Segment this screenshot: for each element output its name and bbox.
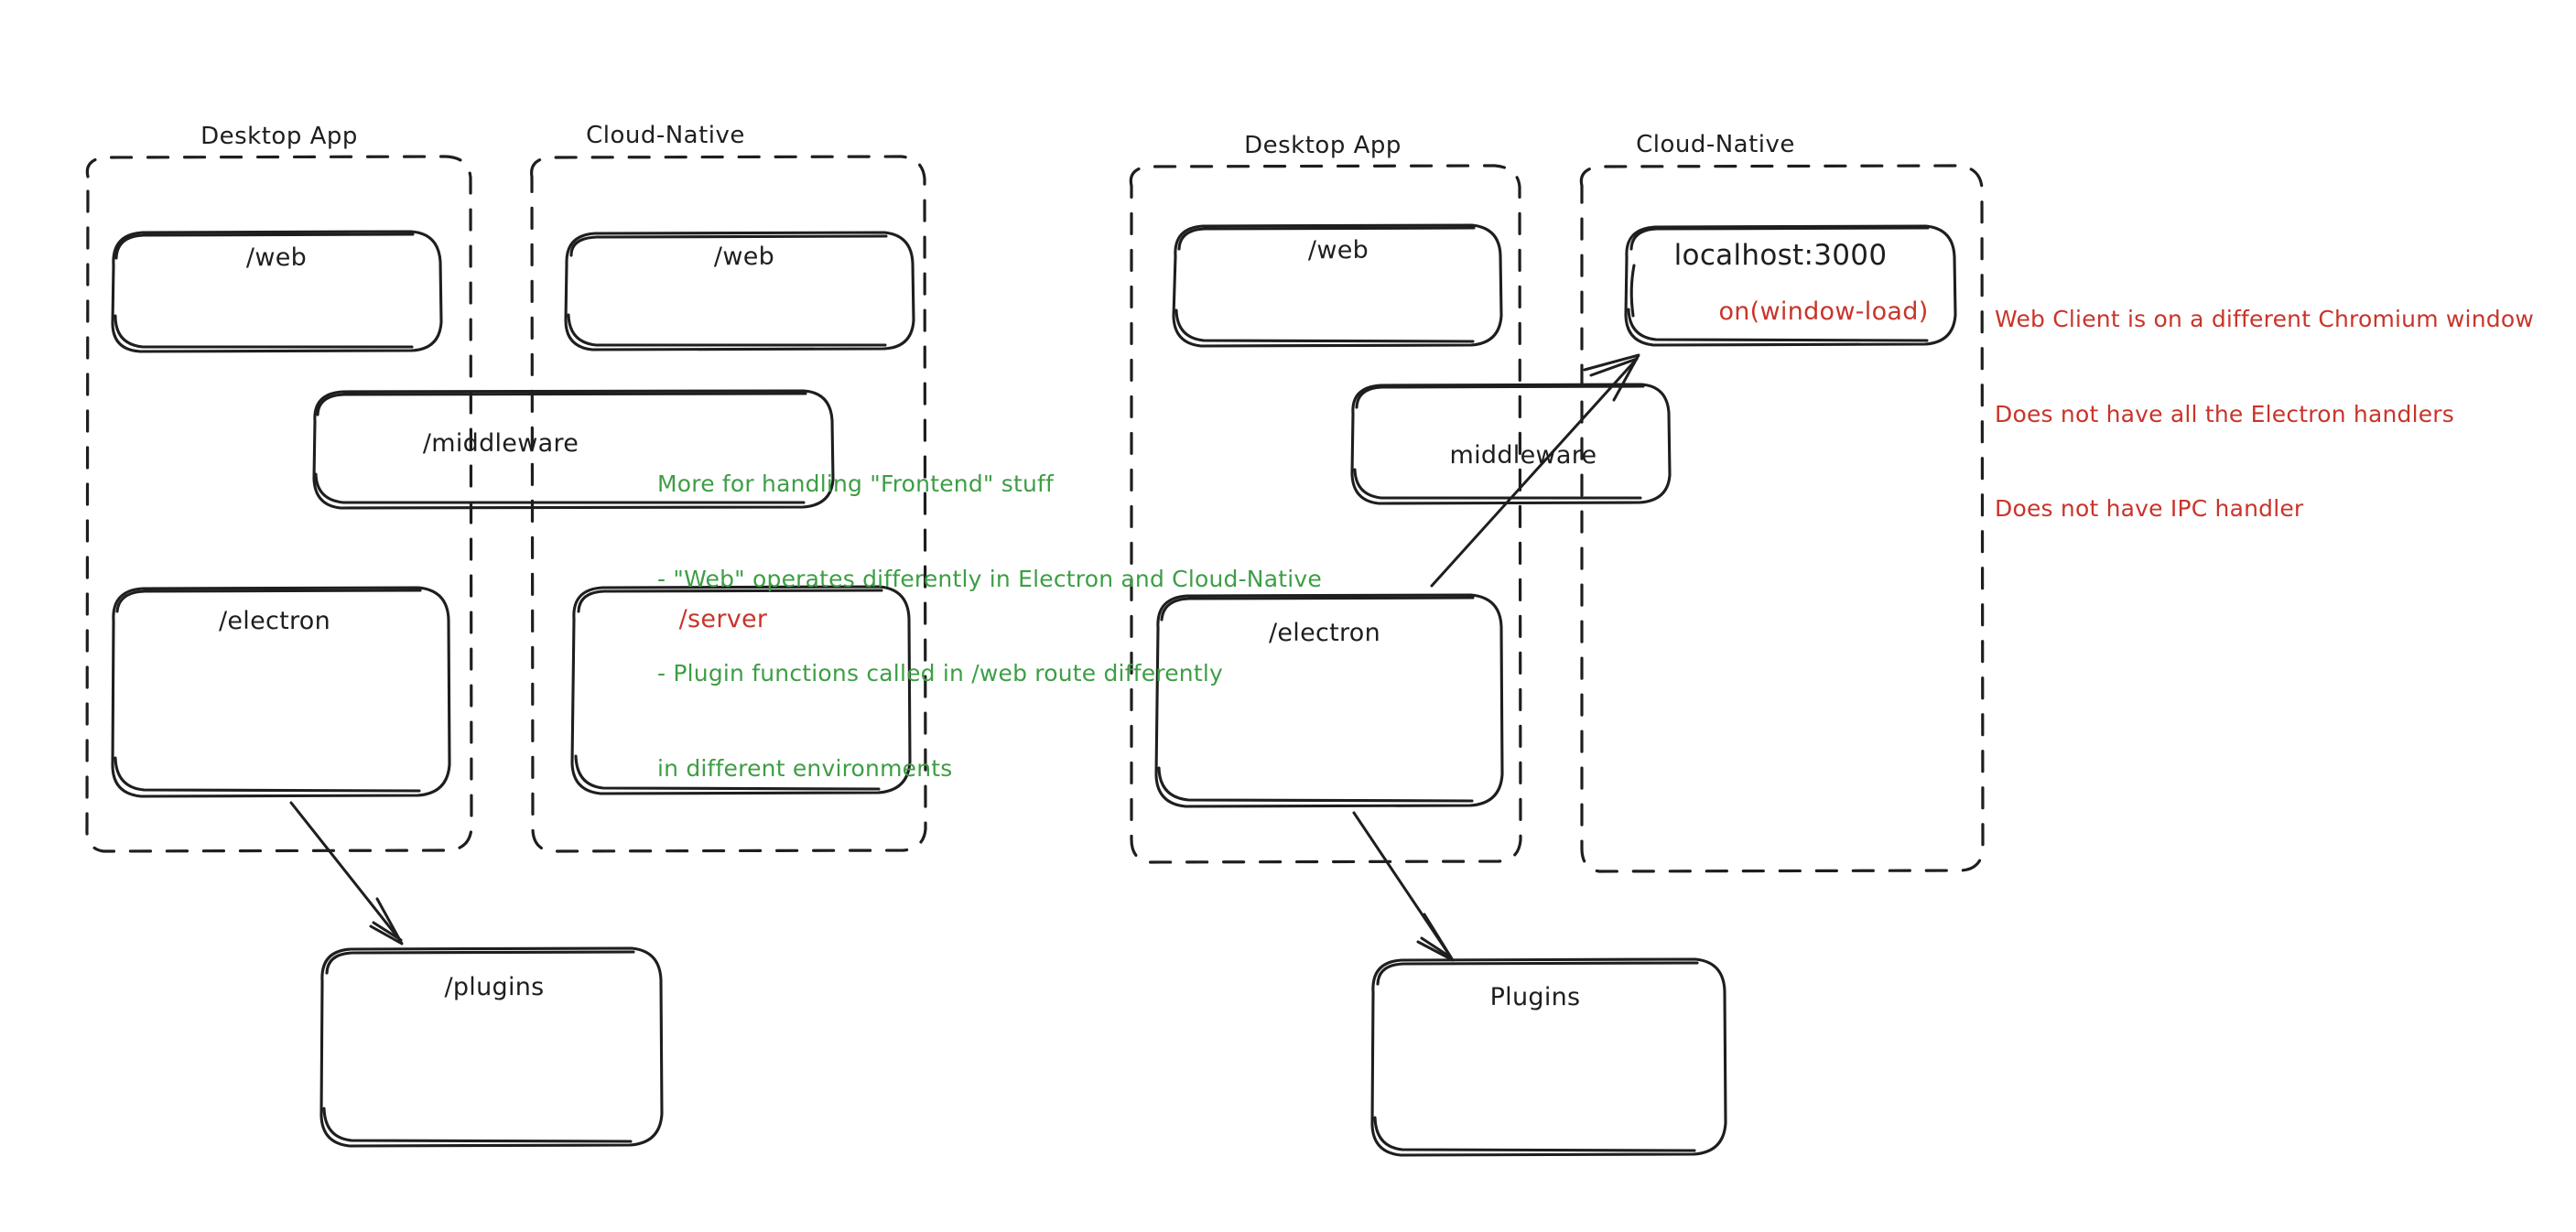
node-r-middleware[interactable] xyxy=(1352,384,1671,504)
node-label-r-electron: /electron xyxy=(1268,619,1381,647)
node-l-plugins[interactable] xyxy=(321,948,663,1147)
group-label-right-cloud: Cloud-Native xyxy=(1636,131,1795,158)
node-label-l-electron: /electron xyxy=(218,607,331,635)
node-label-l-plugins: /plugins xyxy=(444,973,545,1001)
annotation-web-client-line-3: Does not have IPC handler xyxy=(1995,495,2304,522)
node-l-electron[interactable] xyxy=(113,588,450,797)
arrow-l-electron-to-l-plugins xyxy=(289,801,404,946)
group-label-left-cloud: Cloud-Native xyxy=(586,122,745,149)
node-label-r-plugins: Plugins xyxy=(1489,983,1581,1011)
annotation-frontend-line-4: in different environments xyxy=(657,754,953,782)
node-l-cloud-web[interactable] xyxy=(566,232,915,351)
node-r-web[interactable] xyxy=(1174,225,1502,346)
annotation-frontend-line-1: More for handling "Frontend" stuff xyxy=(657,470,1055,497)
node-label-r-web: /web xyxy=(1307,236,1369,265)
node-label-l-server: /server xyxy=(678,605,768,633)
group-label-right-desktop: Desktop App xyxy=(1244,132,1402,159)
group-label-left-desktop: Desktop App xyxy=(200,123,358,150)
node-label-r-middleware: middleware xyxy=(1449,441,1597,470)
annotation-web-client-line-2: Does not have all the Electron handlers xyxy=(1995,400,2455,427)
node-r-plugins[interactable] xyxy=(1372,959,1726,1156)
node-label-l-middleware: /middleware xyxy=(422,429,579,458)
node-l-web[interactable] xyxy=(113,232,442,352)
node-sublabel-r-localhost: on(window-load) xyxy=(1718,297,1929,326)
annotation-frontend-line-3: - Plugin functions called in /web route … xyxy=(657,660,1223,686)
node-r-localhost[interactable] xyxy=(1626,226,1956,346)
node-label-r-localhost: localhost:3000 xyxy=(1673,239,1888,272)
annotation-web-client-note: Web Client is on a different Chromium wi… xyxy=(1995,241,2534,589)
annotation-frontend-note: More for handling "Frontend" stuff - "We… xyxy=(657,405,1322,848)
annotation-web-client-line-1: Web Client is on a different Chromium wi… xyxy=(1995,306,2534,332)
node-r-electron[interactable] xyxy=(1156,595,1503,807)
node-label-l-web: /web xyxy=(245,243,308,272)
annotation-frontend-line-2: - "Web" operates differently in Electron… xyxy=(657,565,1322,592)
node-label-l-cloud-web: /web xyxy=(713,243,775,271)
arrow-r-electron-to-r-plugins xyxy=(1352,811,1455,962)
